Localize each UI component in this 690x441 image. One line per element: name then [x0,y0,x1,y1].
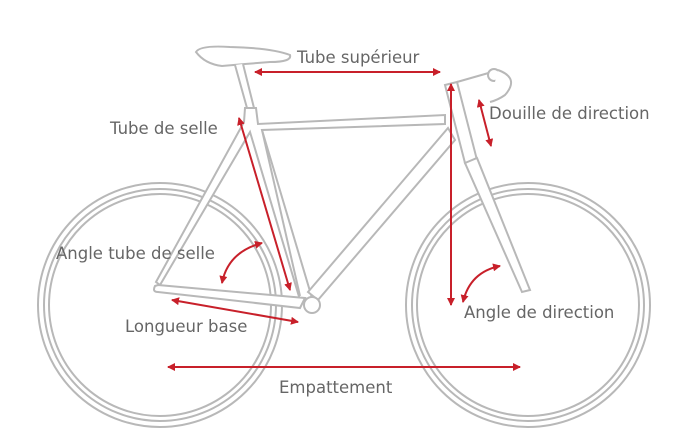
head-angle-arrow [460,263,501,303]
front-wheel [405,182,651,428]
seat-tube-arrow [237,117,292,291]
label-chainstay: Longueur base [125,317,247,336]
label-seat-tube-angle: Angle tube de selle [56,244,215,263]
label-wheelbase: Empattement [279,378,393,397]
frame [153,45,532,314]
label-head-angle: Angle de direction [464,303,614,322]
measure-arrows [167,68,521,371]
chainstay-arrow [171,297,299,325]
seat-angle-arrow [219,240,263,284]
rear-wheel [37,182,283,428]
label-top-tube: Tube supérieur [296,48,420,67]
label-seat-tube: Tube de selle [109,119,218,138]
label-head-tube: Douille de direction [489,104,650,123]
head-tube-arrow [476,99,494,147]
